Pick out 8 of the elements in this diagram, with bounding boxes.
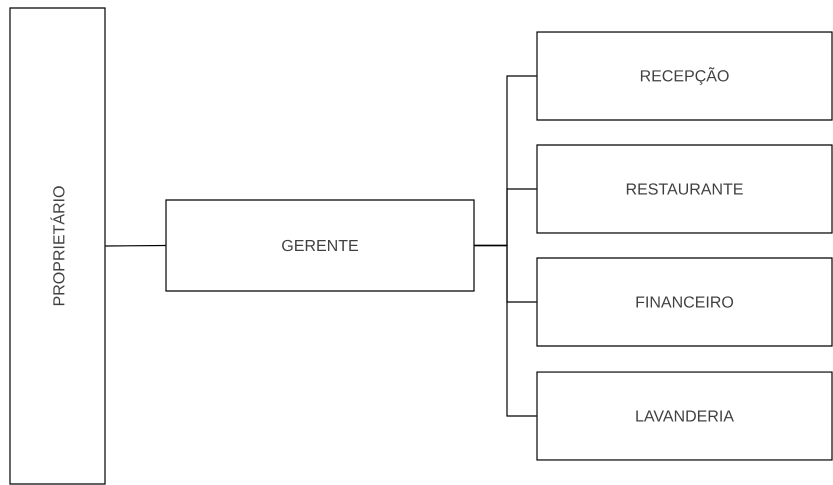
org-box: FINANCEIRO <box>536 257 833 347</box>
org-box: LAVANDERIA <box>536 371 833 461</box>
org-box: PROPRIETÁRIO <box>9 7 106 485</box>
org-box: RECEPÇÃO <box>536 31 833 121</box>
org-box: RESTAURANTE <box>536 144 833 234</box>
org-box: GERENTE <box>165 199 475 292</box>
connector-line <box>474 244 536 417</box>
connector-line <box>106 244 166 247</box>
